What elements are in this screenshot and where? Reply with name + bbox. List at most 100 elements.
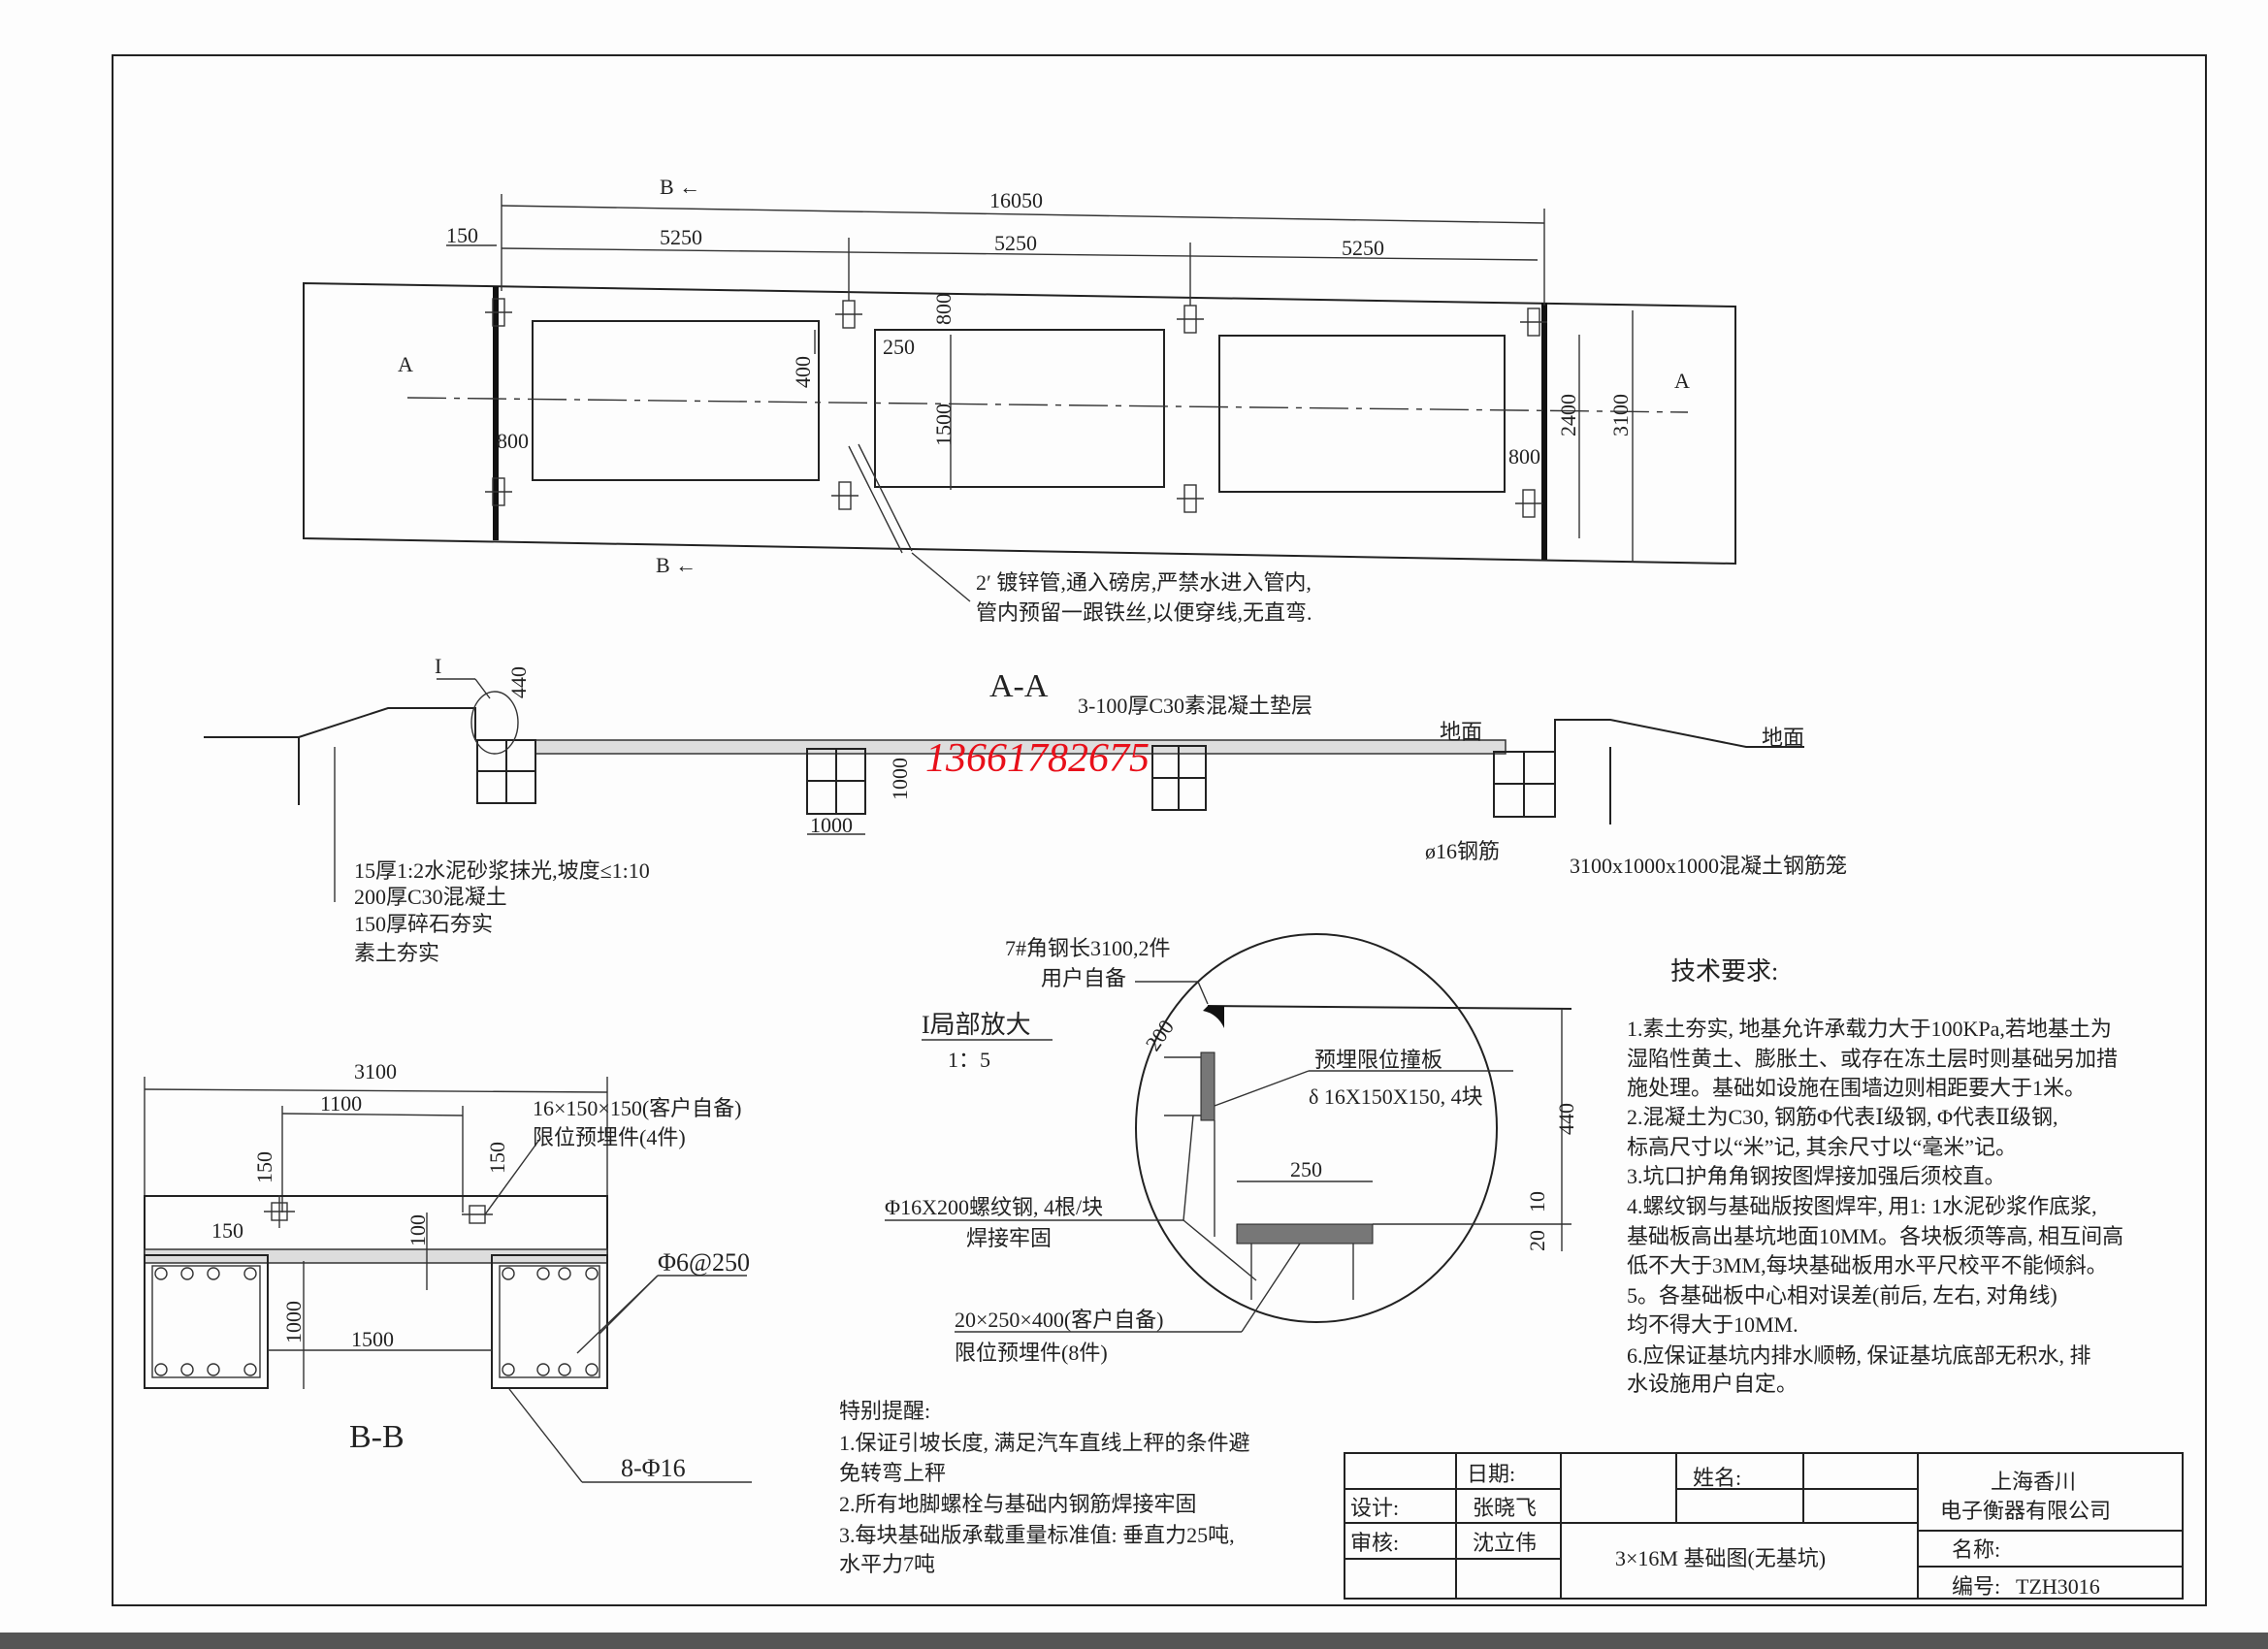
tech-requirement-line: 6.应保证基坑内排水顺畅, 保证基坑底部无积水, 排 bbox=[1627, 1343, 2091, 1368]
tech-requirements-title: 技术要求: bbox=[1670, 957, 1778, 986]
dim-20: 20 bbox=[1525, 1230, 1549, 1251]
pipe-note-line-2: 管内预留一跟铁丝,以便穿线,无直弯. bbox=[976, 600, 1312, 625]
name-label: 姓名: bbox=[1693, 1466, 1741, 1490]
dim-1500-bb: 1500 bbox=[351, 1327, 394, 1351]
dim-150-right: 150 bbox=[485, 1142, 509, 1174]
detail-i-marker: I bbox=[435, 654, 441, 678]
dim-440: 440 bbox=[506, 666, 531, 698]
dim-800-left: 800 bbox=[497, 429, 529, 453]
tech-requirement-line: 施处理。基础如设施在围墙边则相距要大于1米。 bbox=[1627, 1076, 2086, 1100]
special-notes: 特别提醒: 1.保证引坡长度, 满足汽车直线上秤的条件避 免转弯上秤 2.所有地… bbox=[839, 1399, 1250, 1576]
drawing-number: TZH3016 bbox=[2016, 1574, 2100, 1599]
dim-offset: 150 bbox=[446, 223, 478, 247]
section-b-b-title: B-B bbox=[349, 1419, 405, 1455]
company-name-line-2: 电子衡器有限公司 bbox=[1940, 1499, 2111, 1523]
tech-requirement-line: 水设施用户自定。 bbox=[1627, 1372, 1798, 1396]
company-name-line-1: 上海香川 bbox=[1991, 1470, 2076, 1494]
tech-requirement-line: 1.素土夯实, 地基允许承载力大于100KPa,若地基土为 bbox=[1627, 1017, 2112, 1041]
layer-label-4: 素土夯实 bbox=[354, 941, 439, 965]
ground-label-2: 地面 bbox=[1762, 726, 1804, 750]
tech-requirements: 技术要求: 1.素土夯实, 地基允许承载力大于100KPa,若地基土为 湿陷性黄… bbox=[1627, 957, 2123, 1396]
dim-3100-bb: 3100 bbox=[354, 1059, 397, 1083]
layer-label-3: 150厚碎石夯实 bbox=[354, 912, 493, 936]
dim-800-top: 800 bbox=[931, 293, 956, 325]
dim-250: 250 bbox=[883, 335, 915, 359]
rebar-label: ø16钢筋 bbox=[1425, 839, 1500, 863]
dim-2400: 2400 bbox=[1556, 394, 1580, 436]
angle-steel-note: 用户自备 bbox=[1041, 966, 1126, 990]
tech-requirement-line: 3.坑口护角角钢按图焊接加强后须校直。 bbox=[1627, 1164, 2006, 1188]
dim-segment-2: 5250 bbox=[994, 231, 1037, 255]
tech-requirement-line: 湿陷性黄土、膨胀土、或存在冻土层时则基础另加措 bbox=[1627, 1047, 2118, 1071]
stop-plate-spec: δ 16X150X150, 4块 bbox=[1309, 1084, 1483, 1109]
embed-spec-bb: 16×150×150(客户自备) bbox=[533, 1096, 741, 1120]
title-block: 日期: 姓名: 设计: 张晓飞 审核: 沈立伟 3×16M 基础图(无基坑) 上… bbox=[1344, 1452, 2184, 1600]
anchor-bolts bbox=[485, 298, 1547, 518]
dim-segment-3: 5250 bbox=[1342, 236, 1384, 260]
embed-spec: 20×250×400(客户自备) bbox=[955, 1308, 1163, 1332]
dim-box-height: 1000 bbox=[888, 758, 912, 800]
dim-1000-bb: 1000 bbox=[281, 1301, 306, 1343]
layer-label-2: 200厚C30混凝土 bbox=[354, 885, 507, 909]
rebar-note: 焊接牢固 bbox=[966, 1226, 1052, 1250]
detail-i-scale: 1：5 bbox=[948, 1048, 990, 1072]
phone-watermark: 13661782675 bbox=[925, 736, 1150, 781]
plan-view: B ← B ← A A 16050 150 5250 5250 5250 800… bbox=[303, 175, 1736, 625]
dim-3100: 3100 bbox=[1608, 394, 1633, 436]
title-label: 名称: bbox=[1952, 1537, 2000, 1562]
designer-name: 张晓飞 bbox=[1473, 1496, 1537, 1520]
dim-250-detail: 250 bbox=[1290, 1157, 1322, 1181]
special-note-line: 免转弯上秤 bbox=[839, 1461, 946, 1485]
tech-requirement-line: 5。各基础板中心相对误差(前后, 左右, 对角线) bbox=[1627, 1283, 2057, 1308]
tech-requirement-line: 低不大于3MM,每块基础板用水平尺校平不能倾斜。 bbox=[1627, 1253, 2108, 1277]
drawing-title: 3×16M 基础图(无基坑) bbox=[1615, 1546, 1826, 1570]
tech-requirement-line: 均不得大于10MM. bbox=[1627, 1312, 1798, 1337]
design-label: 设计: bbox=[1350, 1496, 1399, 1520]
dim-1500: 1500 bbox=[931, 404, 956, 446]
angle-steel-label: 7#角钢长3100,2件 bbox=[1005, 936, 1171, 960]
section-a-marker-left: A bbox=[398, 352, 413, 376]
rebar-spec: Φ16X200螺纹钢, 4根/块 bbox=[885, 1195, 1103, 1219]
embed-note: 限位预埋件(8件) bbox=[955, 1341, 1108, 1365]
reviewer-name: 沈立伟 bbox=[1473, 1531, 1537, 1555]
scan-edge bbox=[0, 1633, 2268, 1649]
number-label: 编号: bbox=[1952, 1574, 2000, 1599]
special-note-line: 水平力7吨 bbox=[839, 1552, 935, 1576]
dim-segment-1: 5250 bbox=[660, 225, 702, 249]
stop-plate-label: 预埋限位撞板 bbox=[1314, 1048, 1442, 1072]
section-a-a: A-A I 440 3-100厚C30素混凝土垫层 地面 地面 1000 100… bbox=[204, 654, 1847, 965]
special-notes-title: 特别提醒: bbox=[839, 1399, 930, 1423]
special-note-line: 1.保证引坡长度, 满足汽车直线上秤的条件避 bbox=[839, 1431, 1250, 1455]
drawing-frame bbox=[112, 54, 2207, 1606]
special-note-line: 2.所有地脚螺栓与基础内钢筋焊接牢固 bbox=[839, 1492, 1197, 1516]
section-b-marker-top: B ← bbox=[660, 175, 700, 199]
dim-440-detail: 440 bbox=[1554, 1103, 1578, 1135]
section-b-marker-bottom: B ← bbox=[656, 553, 697, 577]
pipe-note-line-1: 2′ 镀锌管,通入磅房,严禁水进入管内, bbox=[976, 570, 1312, 595]
layer-label-1: 15厚1:2水泥砂浆抹光,坡度≤1:10 bbox=[354, 858, 650, 883]
special-note-line: 3.每块基础版承载重量标准值: 垂直力25吨, bbox=[839, 1523, 1235, 1547]
stirrup-label: Φ6@250 bbox=[658, 1248, 750, 1277]
dim-1100: 1100 bbox=[320, 1091, 362, 1116]
embed-note-bb: 限位预埋件(4件) bbox=[533, 1125, 686, 1149]
cushion-layer-label: 3-100厚C30素混凝土垫层 bbox=[1078, 694, 1312, 718]
tech-requirement-line: 基础板高出基坑地面10MM。各块板须等高, 相互间高 bbox=[1627, 1224, 2123, 1248]
dim-150-horizontal: 150 bbox=[211, 1218, 243, 1243]
dim-400: 400 bbox=[791, 356, 815, 388]
main-rebar-label: 8-Φ16 bbox=[621, 1454, 686, 1482]
review-label: 审核: bbox=[1350, 1531, 1399, 1555]
dim-150-left: 150 bbox=[252, 1151, 276, 1183]
dim-800-right: 800 bbox=[1508, 444, 1540, 469]
dim-100: 100 bbox=[405, 1214, 430, 1246]
rebar-cages bbox=[476, 739, 1556, 818]
section-b-b: B-B 3100 1100 150 150 150 100 1000 1500 … bbox=[144, 1059, 752, 1483]
tech-requirement-line: 4.螺纹钢与基础版按图焊牢, 用1: 1水泥砂浆作底浆, bbox=[1627, 1194, 2097, 1218]
tech-requirement-line: 标高尺寸以“米”记, 其余尺寸以“毫米”记。 bbox=[1627, 1135, 2017, 1159]
dim-total-length: 16050 bbox=[989, 188, 1043, 212]
dim-box-width: 1000 bbox=[810, 813, 853, 837]
detail-i-title: I局部放大 bbox=[922, 1011, 1031, 1039]
section-a-a-title: A-A bbox=[989, 668, 1049, 704]
date-label: 日期: bbox=[1467, 1462, 1515, 1486]
tech-requirement-line: 2.混凝土为C30, 钢筋Φ代表Ⅰ级钢, Φ代表Ⅱ级钢, bbox=[1627, 1105, 2057, 1129]
